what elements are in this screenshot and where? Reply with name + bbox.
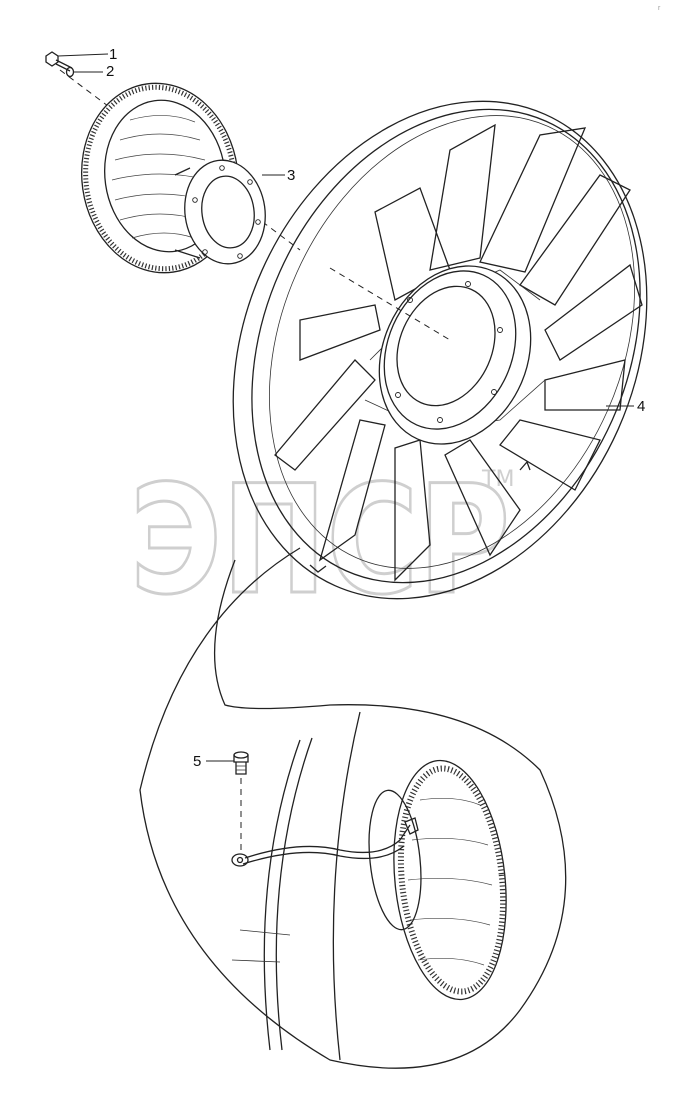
- fan-outer-ring-inner-edge: [251, 108, 641, 584]
- fan-hub-bore: [396, 285, 496, 407]
- corner-mark: r: [658, 5, 661, 12]
- callout-label-1: 1: [109, 46, 117, 63]
- callout-3: 3: [262, 167, 295, 184]
- callout-label-5: 5: [193, 753, 201, 770]
- callout-label-3: 3: [287, 167, 295, 184]
- watermark: ЭПСР TM: [129, 453, 515, 630]
- bolt-part-5: [233, 751, 249, 775]
- fan-hub-flange: [383, 270, 517, 430]
- callout-1: 1: [57, 46, 117, 63]
- callout-label-2: 2: [106, 63, 114, 80]
- fan-assembly: [232, 100, 648, 600]
- detail-clutch-fins: [397, 765, 507, 995]
- fan-hub-outer: [378, 265, 532, 445]
- bolt-part-1: [45, 51, 73, 72]
- fan-blades: [274, 123, 643, 582]
- callout-2: 2: [74, 63, 114, 80]
- ring-terminal: [231, 853, 249, 867]
- viscous-clutch: [80, 82, 266, 274]
- detail-view: [139, 547, 567, 1069]
- fan-ring-rim: [269, 115, 635, 569]
- fan-hub-bolt-holes: [395, 281, 503, 423]
- detail-connector: [139, 547, 567, 1069]
- callout-5: 5: [193, 753, 234, 770]
- clutch-flange-bore: [201, 175, 255, 249]
- callout-label-4: 4: [637, 398, 645, 415]
- washer-part-2: [65, 66, 75, 78]
- fan-outer-ring: [232, 100, 648, 600]
- sensor-harness: [244, 824, 411, 859]
- detail-clutch-body: [393, 759, 507, 1001]
- clutch-cooling-fins: [111, 115, 209, 239]
- axis-center-line: [59, 69, 451, 341]
- clutch-flange-bolt-holes: [192, 165, 261, 259]
- callout-4: 4: [606, 398, 645, 415]
- watermark-text: ЭПСР: [130, 454, 510, 628]
